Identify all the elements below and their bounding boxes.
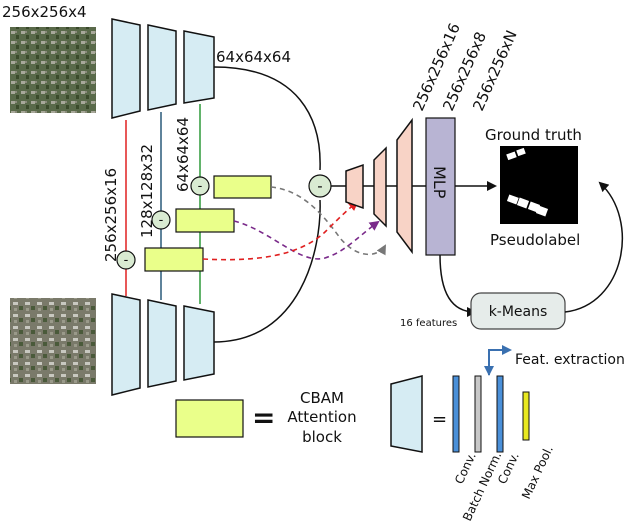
encoder-bottom-curve: [213, 199, 321, 343]
legend-cbam-line3: block: [302, 428, 342, 446]
legend-cbam-block: [175, 399, 244, 438]
aerial-image-top: [10, 27, 96, 113]
skip-size-label-256: 256x256x16: [102, 168, 120, 262]
kmeans-label: k-Means: [489, 304, 548, 320]
legend-equals-sign-2: =: [432, 409, 447, 430]
legend-encoder-block: [390, 375, 423, 453]
encoder-block-bottom-3: [183, 305, 215, 381]
diff-circle-128: [151, 210, 171, 230]
encoder-block-top-1: [111, 18, 141, 119]
legend-maxpool-label: Max Pool.: [519, 443, 556, 501]
input-size-label: 256x256x4: [2, 3, 87, 21]
encoder-block-bottom-2: [147, 299, 177, 388]
ground-truth-label: Ground truth: [485, 126, 582, 144]
skip-size-label-64: 64x64x64: [174, 117, 192, 192]
encoder-output-size-label: 64x64x64: [216, 48, 291, 66]
features-label: 16 features: [400, 318, 457, 329]
cbam-block-64: [213, 175, 272, 199]
legend-conv-bar-1: [452, 375, 460, 453]
kmeans-box: [470, 292, 566, 330]
legend-conv-label-1: Conv.: [452, 450, 479, 486]
encoder-block-top-2: [147, 24, 177, 111]
decoder-block-1: [345, 163, 364, 210]
minus-icon: -: [124, 253, 129, 268]
cbam-block-128: [175, 208, 235, 233]
skip-arrow-gray: [270, 186, 386, 256]
mlp-label: MLP: [430, 166, 449, 199]
legend-cbam-line1: CBAM: [300, 389, 344, 407]
minus-icon: -: [198, 179, 203, 194]
legend-batchnorm-bar: [474, 375, 482, 453]
decoder-block-3: [396, 117, 413, 255]
legend-equals-sign: =: [252, 401, 275, 434]
cbam-block-256: [144, 247, 204, 272]
skip-arrow-purple: [233, 220, 380, 260]
feat-extraction-arrow: [488, 345, 512, 375]
encoder-top-curve: [213, 66, 321, 171]
decoder-block-2: [373, 146, 387, 228]
kmeans-to-pseudolabel-arrow: [564, 181, 623, 313]
legend-conv-bar-2: [496, 375, 504, 453]
skip-size-label-128: 128x128x32: [138, 144, 156, 238]
legend-cbam-line2: Attention: [287, 408, 356, 426]
aerial-image-bottom: [10, 298, 96, 384]
minus-icon: -: [159, 213, 164, 228]
encoder-block-top-3: [183, 30, 215, 104]
skip-arrow-red: [202, 200, 359, 261]
minus-icon: -: [317, 177, 322, 195]
encoder-block-bottom-1: [111, 293, 141, 396]
mask-buildings: [506, 147, 549, 217]
legend-maxpool-bar: [522, 391, 530, 441]
diff-circle-64: [190, 176, 210, 196]
feat-extraction-label: Feat. extraction: [515, 352, 625, 368]
mlp-block: [425, 117, 456, 256]
diff-circle-256: [116, 250, 136, 270]
pseudolabel-label: Pseudolabel: [490, 231, 580, 249]
mlp-to-kmeans-arrow: [439, 254, 477, 317]
